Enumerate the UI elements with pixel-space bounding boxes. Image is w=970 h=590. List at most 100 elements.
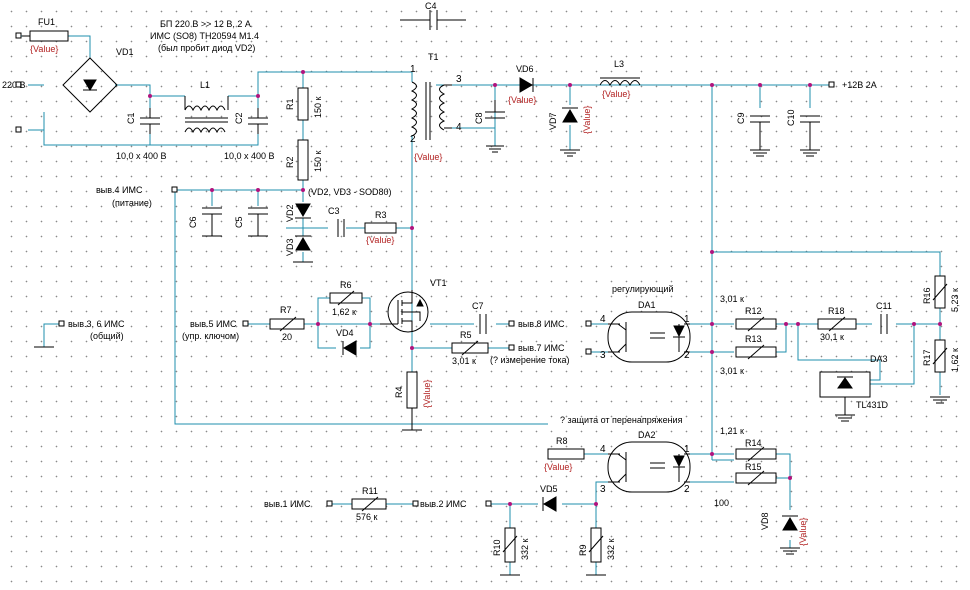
resistor-r15 <box>735 470 777 486</box>
r1-value: 150 к <box>313 96 323 118</box>
r17-value: 1,62 к <box>950 348 960 372</box>
r16-ref: R16 <box>922 287 932 304</box>
capacitor-c1 <box>140 108 160 134</box>
r4-ref: R4 <box>394 386 404 398</box>
c9-ref: C9 <box>736 112 746 124</box>
capacitor-c7 <box>479 314 487 334</box>
inductor-l1 <box>184 96 229 134</box>
c3-ref: C3 <box>328 206 340 216</box>
vd3-ref: VD3 <box>285 238 295 256</box>
capacitor-c8 <box>485 100 505 119</box>
inductor-l3 <box>599 77 641 87</box>
r14-top-value: 1,21 к <box>720 426 744 436</box>
diode-vd2 <box>295 203 311 219</box>
resistor-r4 <box>406 371 418 430</box>
r15-bottom-value: 100 <box>714 498 729 508</box>
resistor-r7 <box>269 316 305 332</box>
da2-pin2: 2 <box>684 484 690 495</box>
diode-vd5 <box>542 496 557 512</box>
l3-ref: L3 <box>614 59 624 69</box>
resistor-r5 <box>451 340 489 356</box>
fu1-value: {Value} <box>30 44 58 54</box>
pin5-line-label: выв.5 ИМС <box>190 319 237 329</box>
c1-value: 10,0 x 400 В <box>116 151 167 161</box>
c7-ref: C7 <box>472 301 484 311</box>
resistor-r6 <box>329 290 363 306</box>
da2-pin3: 3 <box>600 484 606 495</box>
resistor-r9 <box>588 527 604 563</box>
pin2-line-label: выв.2 ИМС <box>420 499 467 509</box>
pin1-line-label: выв.1 ИМС <box>264 499 311 509</box>
r18-value: 30,1 к <box>820 332 844 342</box>
vd2-ref: VD2 <box>285 204 295 222</box>
connectors <box>15 32 835 507</box>
optocoupler-da1 <box>607 311 691 363</box>
da2-pin1: 1 <box>684 444 690 455</box>
resistor-r8 <box>547 448 585 460</box>
c2-value: 10,0 x 400 В <box>224 151 275 161</box>
capacitor-c3 <box>337 219 345 237</box>
vd4-ref: VD4 <box>336 328 354 338</box>
r2-ref: R2 <box>285 156 295 168</box>
resistor-r18 <box>817 316 857 332</box>
t1-ref: T1 <box>428 52 439 62</box>
text-labels: БП 220 В >> 12 В, 2 А ИМС (SO8) TH20594 … <box>2 1 960 560</box>
diode-vd3 <box>295 235 311 251</box>
capacitor-c2 <box>248 108 268 134</box>
r6-value: 1,62 к <box>332 307 356 317</box>
r17-ref: R17 <box>922 349 932 366</box>
capacitor-c10 <box>800 115 820 150</box>
r12-ref: R12 <box>745 306 762 316</box>
r3-ref: R3 <box>375 210 387 220</box>
r7-ref: R7 <box>280 305 292 315</box>
da1-pin4: 4 <box>600 314 606 325</box>
vd2-vd3-note: (VD2, VD3 - SOD80) <box>308 187 392 197</box>
protection-label: ? защита от перенапряжения <box>560 415 683 425</box>
pin36-note: (общий) <box>90 331 124 341</box>
capacitor-c5 <box>248 207 268 236</box>
header-line-3: (был пробит диод VD2) <box>158 43 255 53</box>
resistor-r13 <box>735 344 777 360</box>
r11-value: 576 к <box>356 512 378 522</box>
r9-value: 332 к <box>606 538 616 560</box>
r3-value: {Value} <box>366 235 394 245</box>
regulating-label: регулирующий <box>612 284 674 294</box>
da1-pin1: 1 <box>684 314 690 325</box>
resistor-r14 <box>735 446 777 462</box>
t1-pin1: 1 <box>410 64 416 75</box>
r9-ref: R9 <box>578 544 588 556</box>
transformer-t1 <box>410 81 452 140</box>
t1-pin3: 3 <box>456 74 462 85</box>
r16-value: 5,23 к <box>950 288 960 312</box>
junction-dots <box>148 70 942 506</box>
diode-vd4 <box>342 340 357 356</box>
fu1-ref: FU1 <box>38 17 55 27</box>
r4-value: {Value} <box>422 380 432 408</box>
pin4-note: (питание) <box>112 198 152 208</box>
r7-value: 20 <box>282 332 292 342</box>
c6-ref: C6 <box>188 216 198 228</box>
r10-ref: R10 <box>492 539 502 556</box>
vd6-output-value: {Value} <box>508 95 536 105</box>
c11-ref: C11 <box>876 301 892 311</box>
header-line-1: БП 220 В >> 12 В, 2 А <box>160 19 251 29</box>
da3-value: TL431D <box>856 400 889 410</box>
vd1-ref: VD1 <box>116 47 134 57</box>
bridge-rectifier-vd1 <box>62 57 118 113</box>
t1-value: {Value} <box>414 152 442 162</box>
t1-pin4: 4 <box>456 122 462 133</box>
r5-ref: R5 <box>460 330 472 340</box>
l1-ref: L1 <box>200 80 210 90</box>
resistor-r17 <box>932 339 948 373</box>
r12-r13-top-value: 3,01 к <box>720 294 744 304</box>
pin36-line-label: выв.3, 6 ИМС <box>68 319 125 329</box>
vd7-value: {Value} <box>582 106 592 134</box>
c2-ref: C2 <box>234 112 244 124</box>
resistor-r12 <box>735 316 777 332</box>
da2-pin4: 4 <box>600 444 606 455</box>
diode-vd6-output <box>519 77 534 93</box>
regulator-da3 <box>819 371 871 415</box>
output-label: +12В 2А <box>842 80 877 90</box>
r8-value: {Value} <box>544 462 572 472</box>
